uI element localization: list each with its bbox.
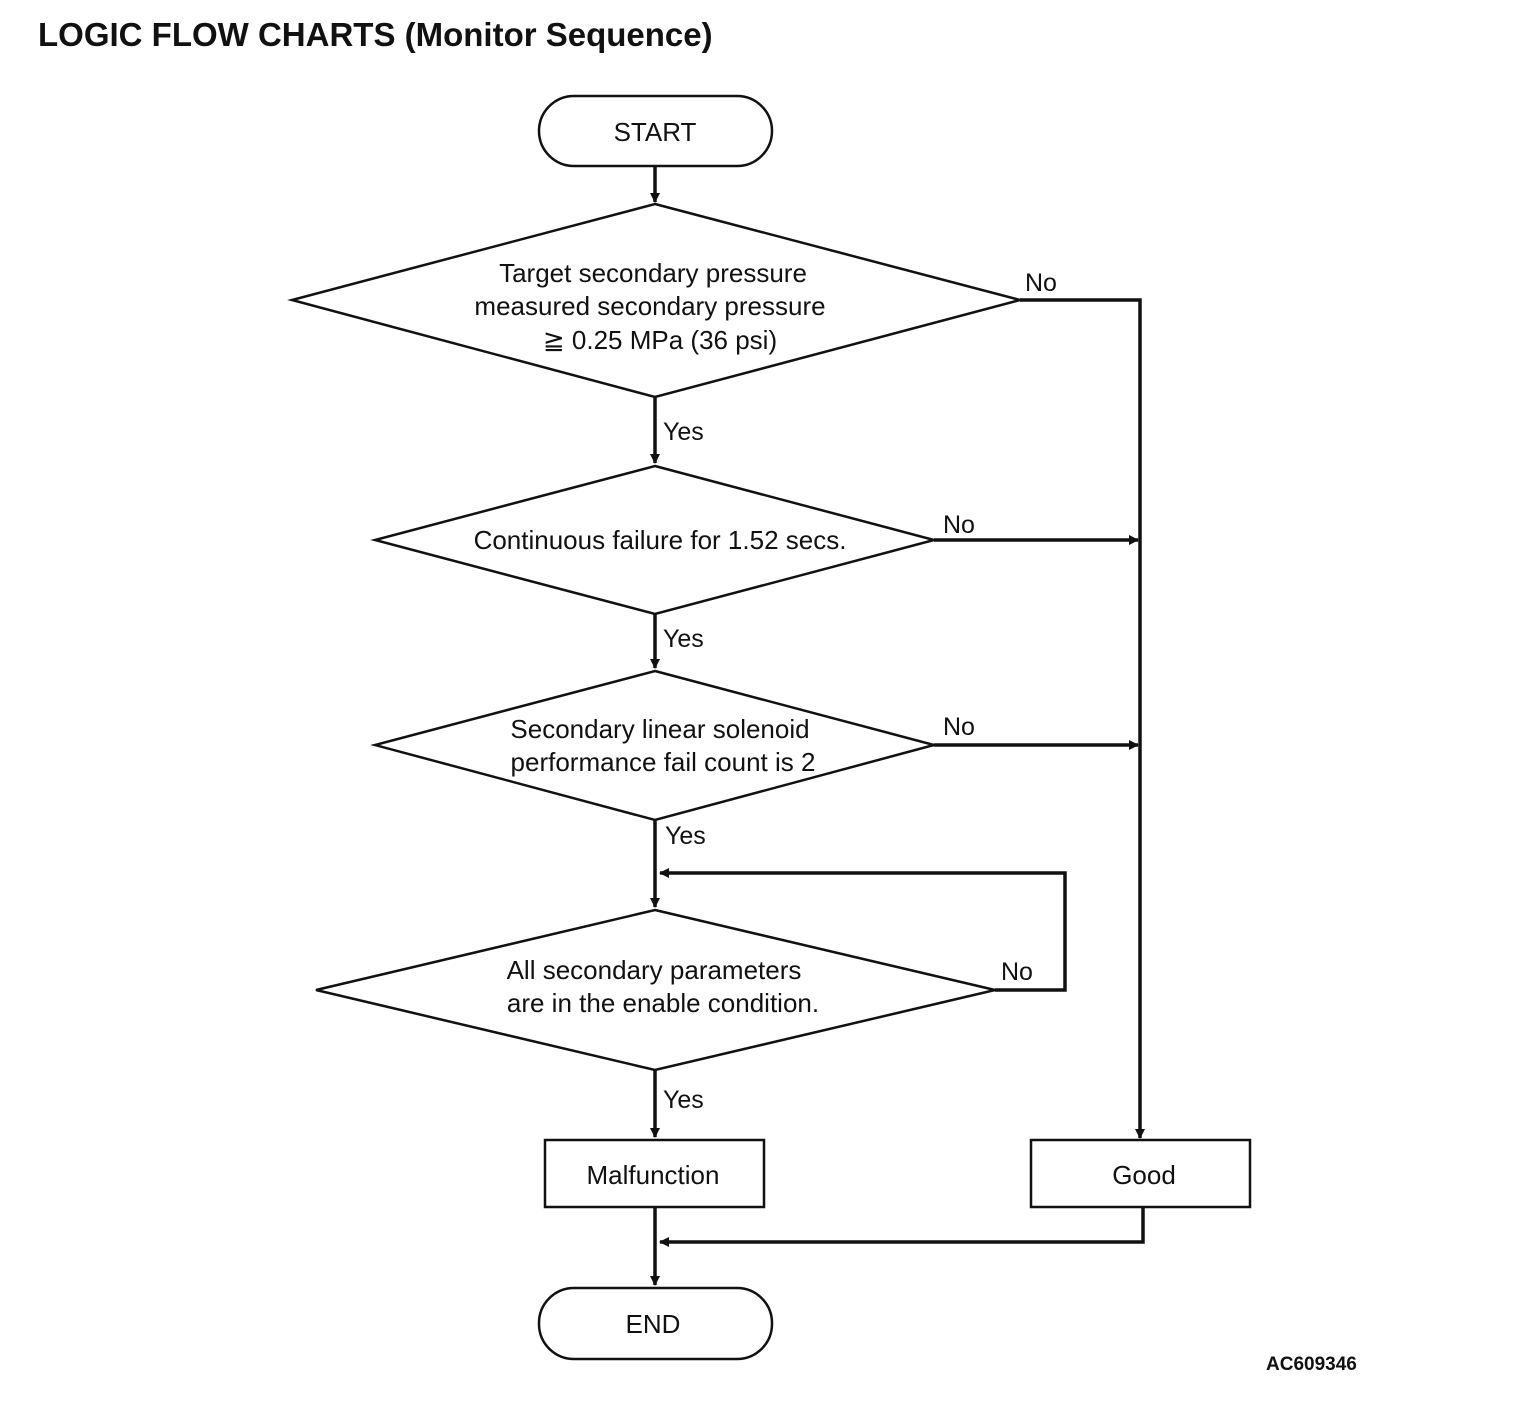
d3-yes-label: Yes xyxy=(665,822,706,850)
page-title: LOGIC FLOW CHARTS (Monitor Sequence) xyxy=(38,16,713,53)
connector-d1-no-to-good xyxy=(1020,298,1145,1139)
good-label: Good xyxy=(1112,1160,1176,1190)
start-label: START xyxy=(614,117,697,147)
d4-yes-label: Yes xyxy=(663,1086,704,1114)
end-label: END xyxy=(626,1309,681,1339)
decision-fail-count-line-1: Secondary linear solenoid xyxy=(510,714,809,744)
decision-enable-condition-line-1: All secondary parameters xyxy=(507,955,802,985)
decision-enable-condition-line-2: are in the enable condition. xyxy=(507,988,819,1018)
decision-fail-count xyxy=(370,669,939,822)
d1-no-label: No xyxy=(1025,269,1057,297)
good-box xyxy=(1029,1138,1252,1209)
d2-no-label: No xyxy=(943,511,975,539)
d2-yes-label: Yes xyxy=(663,625,704,653)
malfunction-box xyxy=(543,1138,766,1209)
decision-pressure-diff-line-2: measured secondary pressure xyxy=(474,291,825,321)
end-terminal xyxy=(537,1286,774,1361)
decision-fail-count-line-2: performance fail count is 2 xyxy=(511,747,816,777)
connector-good-join xyxy=(659,1207,1145,1247)
decision-pressure-diff-line-1: Target secondary pressure xyxy=(499,258,807,288)
decision-pressure-diff-line-3: ≧ 0.25 MPa (36 psi) xyxy=(543,325,777,355)
d4-no-label: No xyxy=(1001,958,1033,986)
malfunction-label: Malfunction xyxy=(587,1160,720,1190)
d3-no-label: No xyxy=(943,713,975,741)
decision-continuous-failure-line-1: Continuous failure for 1.52 secs. xyxy=(474,525,847,555)
d1-yes-label: Yes xyxy=(663,418,704,446)
figure-id: AC609346 xyxy=(1266,1354,1357,1375)
connector-d4-no-loop xyxy=(659,868,1067,992)
